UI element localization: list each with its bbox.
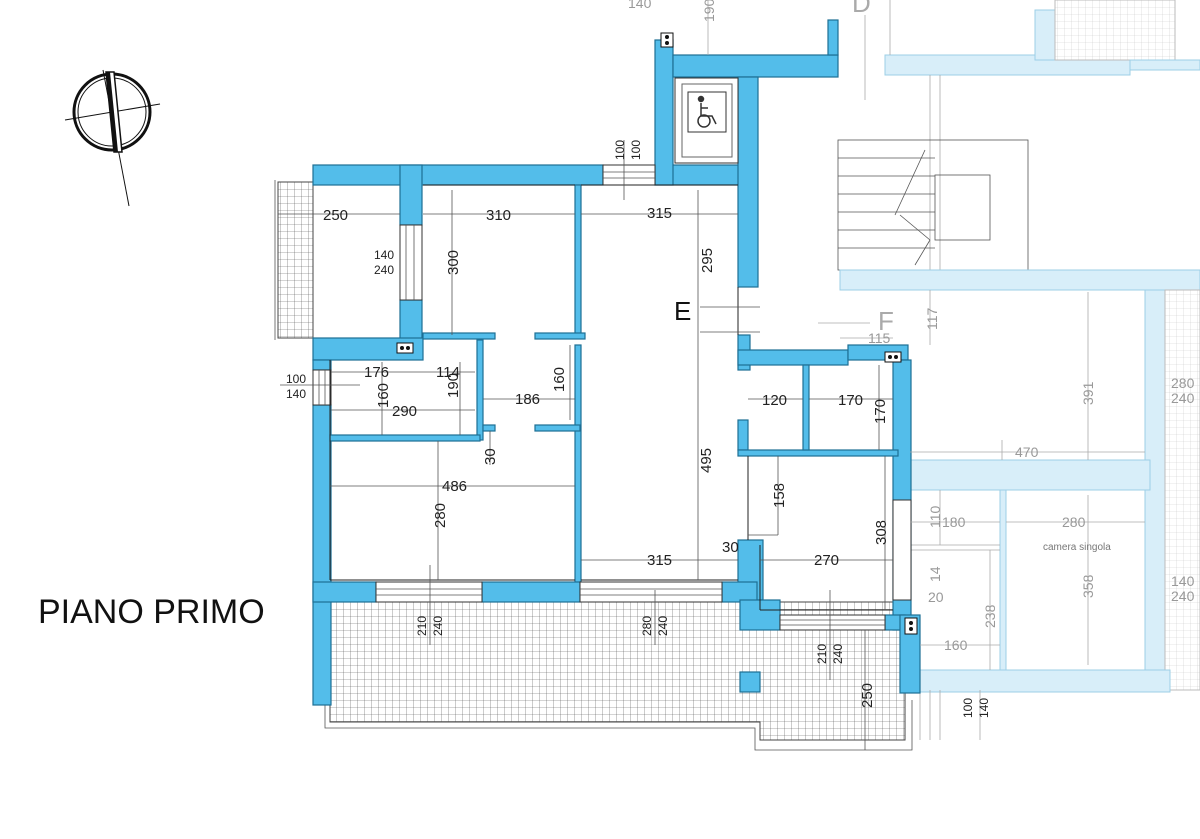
- dim-label: 486: [442, 478, 467, 495]
- dim-label: 186: [515, 391, 540, 408]
- dim-label: 280: [1171, 375, 1195, 391]
- dim-label: 295: [699, 248, 716, 273]
- dim-label: 190: [445, 373, 462, 398]
- dim-label: 358: [1080, 574, 1096, 598]
- dim-label: 270: [814, 552, 839, 569]
- unit-label-d: D: [852, 0, 871, 18]
- unit-label-e: E: [674, 296, 691, 326]
- windows: [312, 164, 912, 631]
- dim-label: 240: [1171, 390, 1195, 406]
- dim-label: 160: [551, 367, 568, 392]
- interior-lines: [329, 184, 893, 611]
- dim-label: 30: [482, 448, 499, 465]
- wheelchair-icon: [697, 95, 717, 128]
- dim-label: 110: [927, 505, 943, 528]
- dim-label: 160: [944, 637, 968, 653]
- dim-label: 100: [629, 140, 643, 160]
- dim-label: 315: [647, 205, 672, 222]
- dim-label: 120: [762, 392, 787, 409]
- dim-label: 290: [392, 403, 417, 420]
- dim-label: 391: [1080, 381, 1096, 405]
- dim-label: 158: [771, 483, 788, 508]
- dim-label: 176: [364, 364, 389, 381]
- dim-label: 240: [1171, 588, 1195, 604]
- room-label: camera singola: [1043, 542, 1111, 553]
- dim-label: 100: [613, 140, 627, 160]
- floor-title: PIANO PRIMO: [38, 593, 265, 631]
- dim-label: 240: [431, 616, 445, 636]
- compass-icon: [64, 69, 161, 207]
- terraces: [274, 180, 913, 751]
- dim-label: 300: [445, 250, 462, 275]
- dim-label: 170: [838, 392, 863, 409]
- dim-label: 240: [374, 263, 394, 277]
- dim-label: 280: [640, 616, 654, 636]
- dim-label: 140: [977, 698, 991, 718]
- dim-label: 140: [286, 387, 306, 401]
- dim-label: 160: [375, 383, 392, 408]
- dim-label: 250: [859, 683, 876, 708]
- meter-icons: [396, 32, 918, 635]
- dim-label: 20: [928, 589, 944, 605]
- dim-label: 210: [415, 616, 429, 636]
- dim-label: 495: [698, 448, 715, 473]
- dim-label: 100: [961, 698, 975, 718]
- dim-label: 238: [982, 604, 998, 628]
- dim-label: 190: [701, 0, 717, 22]
- dim-label: 180: [942, 514, 966, 530]
- dim-label: 470: [1015, 444, 1039, 460]
- dim-label: 210: [815, 644, 829, 664]
- dim-label: 114: [436, 364, 460, 381]
- dim-label: 115: [868, 330, 891, 346]
- dimension-lines: [278, 140, 893, 750]
- dim-label: 250: [323, 207, 348, 224]
- dim-label: 117: [924, 307, 940, 330]
- dim-label: 140: [1171, 573, 1195, 589]
- elevator: [674, 77, 739, 164]
- dim-label: 280: [1062, 514, 1086, 530]
- dim-label: 170: [872, 399, 889, 424]
- dim-label: 140: [374, 248, 394, 262]
- dim-label: 14: [927, 566, 943, 582]
- dim-label: 310: [486, 207, 511, 224]
- neighbor-units: [837, 0, 1200, 740]
- unit-label-f: F: [878, 306, 894, 336]
- dim-label: 315: [647, 552, 672, 569]
- dimension-lines-faded: [707, 0, 1145, 740]
- dim-label: 308: [873, 520, 890, 545]
- dim-label: 30: [722, 539, 739, 556]
- dim-label: 240: [656, 616, 670, 636]
- dim-label: 140: [628, 0, 652, 11]
- dim-label: 240: [831, 644, 845, 664]
- dim-label: 280: [432, 503, 449, 528]
- dim-label: 100: [286, 372, 306, 386]
